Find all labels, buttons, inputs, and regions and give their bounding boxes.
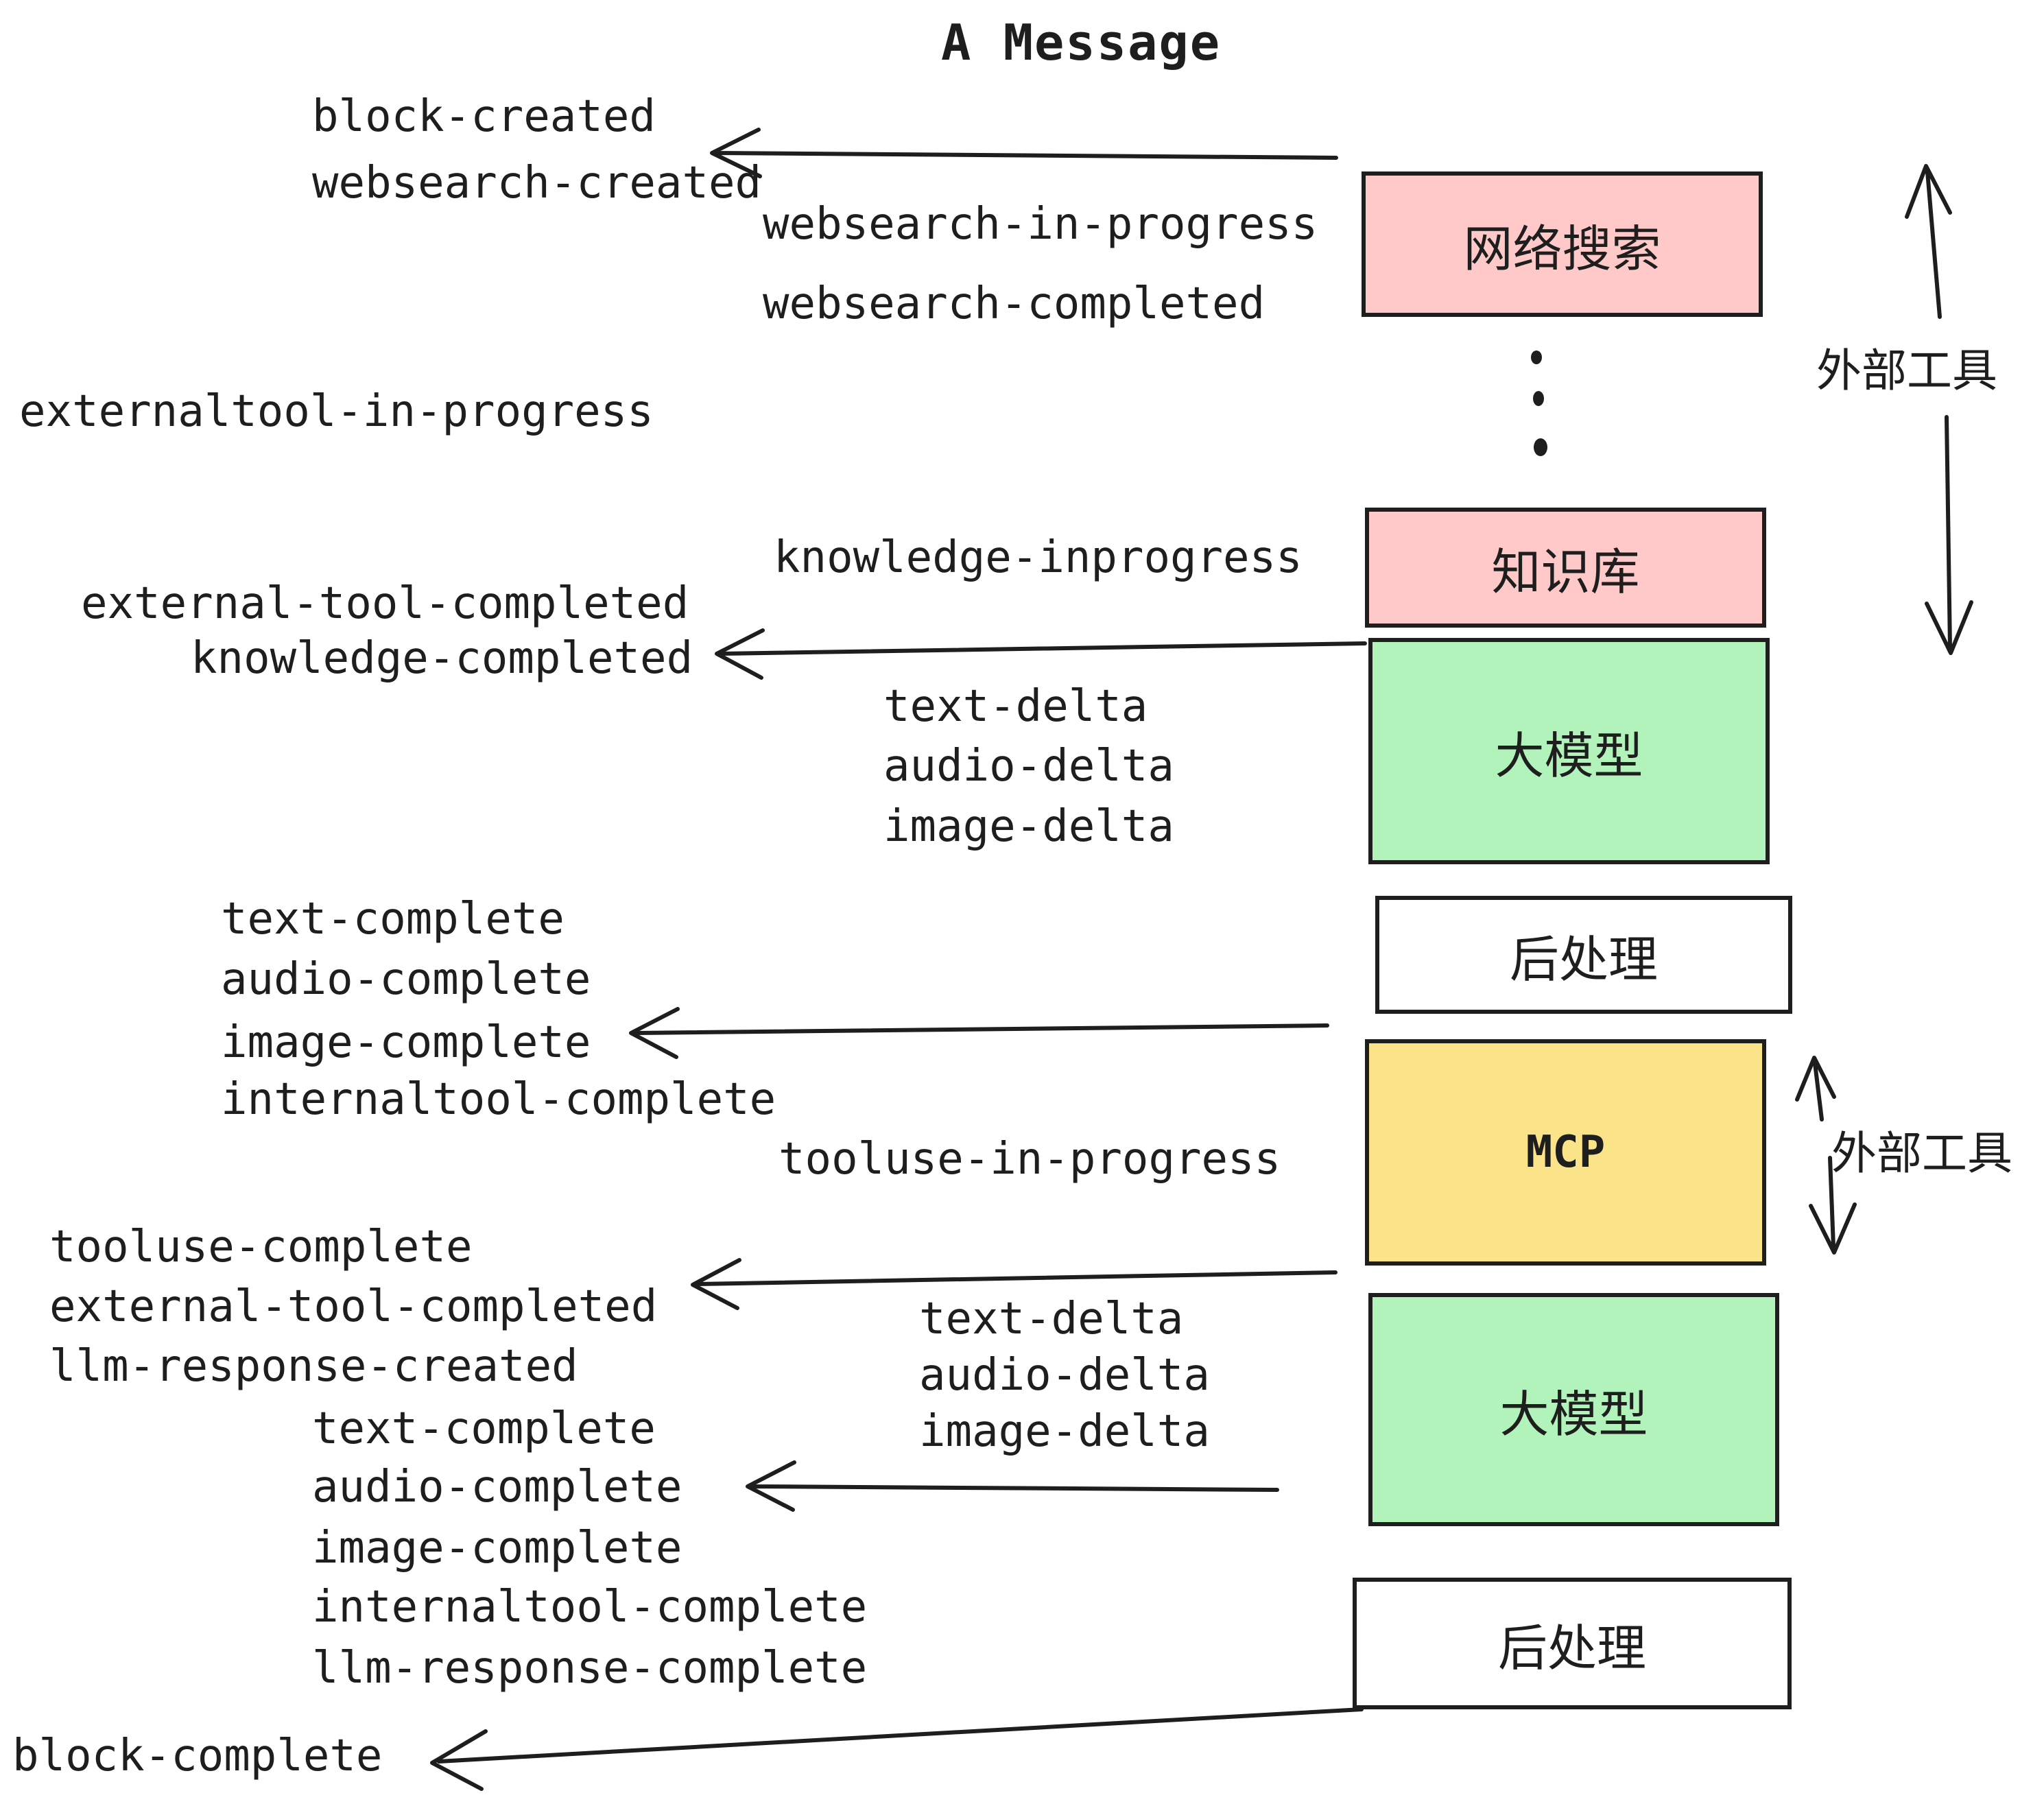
event-label-image-delta-2: image-delta	[919, 1406, 1210, 1457]
event-label-knowledge-completed: knowledge-completed	[191, 633, 693, 684]
event-label-internaltool-complete-2: internaltool-complete	[312, 1582, 868, 1633]
arrow-llm2-to-audio-complete	[746, 1460, 1279, 1512]
mcp-box-label: MCP	[1525, 1127, 1606, 1178]
event-label-llm-response-complete: llm-response-complete	[312, 1643, 868, 1694]
external-tools-span-arrow-mcp-up	[1795, 1056, 1836, 1121]
external-tools-span-arrow-top-down	[1925, 415, 1973, 655]
event-label-websearch-in-progress: websearch-in-progress	[763, 199, 1318, 250]
event-label-text-complete-1: text-complete	[221, 894, 565, 945]
event-label-knowledge-inprogress: knowledge-inprogress	[774, 532, 1303, 583]
event-label-block-created: block-created	[312, 91, 656, 142]
postprocess-box-2-label: 后处理	[1497, 1619, 1646, 1677]
event-label-block-complete: block-complete	[12, 1731, 383, 1781]
event-label-tooluse-in-progress: tooluse-in-progress	[779, 1134, 1281, 1185]
llm-box-1-label: 大模型	[1495, 726, 1643, 785]
ellipsis-dots	[1531, 351, 1547, 456]
postprocess-box-2: 后处理	[1353, 1578, 1792, 1709]
external-tools-span-arrow-top-up	[1905, 164, 1952, 319]
arrow-websearch-to-block-created	[710, 128, 1338, 178]
event-label-text-delta-2: text-delta	[919, 1294, 1184, 1344]
llm-box-2-label: 大模型	[1499, 1385, 1648, 1443]
event-label-text-delta-1: text-delta	[883, 681, 1148, 732]
event-label-externaltool-in-progress: externaltool-in-progress	[19, 386, 654, 437]
event-label-llm-response-created: llm-response-created	[49, 1341, 578, 1392]
postprocess-box-1: 后处理	[1375, 896, 1792, 1014]
event-label-text-complete-2: text-complete	[312, 1403, 656, 1454]
event-label-internaltool-complete-1: internaltool-complete	[221, 1074, 776, 1125]
event-label-image-complete-2: image-complete	[312, 1523, 682, 1574]
page-title: A Message	[941, 14, 1222, 71]
event-label-audio-complete-1: audio-complete	[221, 954, 591, 1005]
event-label-image-delta-1: image-delta	[883, 801, 1174, 852]
websearch-box: 网络搜索	[1362, 171, 1763, 317]
arrow-llm1-to-knowledge-completed	[715, 628, 1367, 680]
event-label-external-tool-completed-2: external-tool-completed	[49, 1281, 658, 1332]
websearch-box-label: 网络搜索	[1463, 219, 1661, 278]
external-tools-annotation-mcp: 外部工具	[1831, 1127, 2012, 1180]
mcp-box: MCP	[1365, 1039, 1766, 1266]
knowledge-box: 知识库	[1365, 508, 1766, 628]
arrow-to-image-complete	[629, 1007, 1329, 1059]
llm-box-2: 大模型	[1368, 1293, 1779, 1526]
event-label-external-tool-completed: external-tool-completed	[81, 578, 689, 629]
event-label-audio-complete-2: audio-complete	[312, 1462, 682, 1512]
event-label-image-complete-1: image-complete	[221, 1017, 591, 1068]
knowledge-box-label: 知识库	[1491, 543, 1640, 601]
event-label-websearch-created: websearch-created	[312, 158, 762, 209]
external-tools-annotation-top: 外部工具	[1816, 344, 1997, 397]
arrow-postprocess-to-block-complete	[430, 1707, 1364, 1791]
event-label-websearch-completed: websearch-completed	[763, 278, 1265, 329]
event-label-audio-delta-1: audio-delta	[883, 741, 1174, 792]
llm-box-1: 大模型	[1368, 638, 1770, 864]
event-label-tooluse-complete: tooluse-complete	[49, 1222, 473, 1272]
postprocess-box-1-label: 后处理	[1509, 930, 1658, 988]
event-label-audio-delta-2: audio-delta	[919, 1350, 1210, 1401]
